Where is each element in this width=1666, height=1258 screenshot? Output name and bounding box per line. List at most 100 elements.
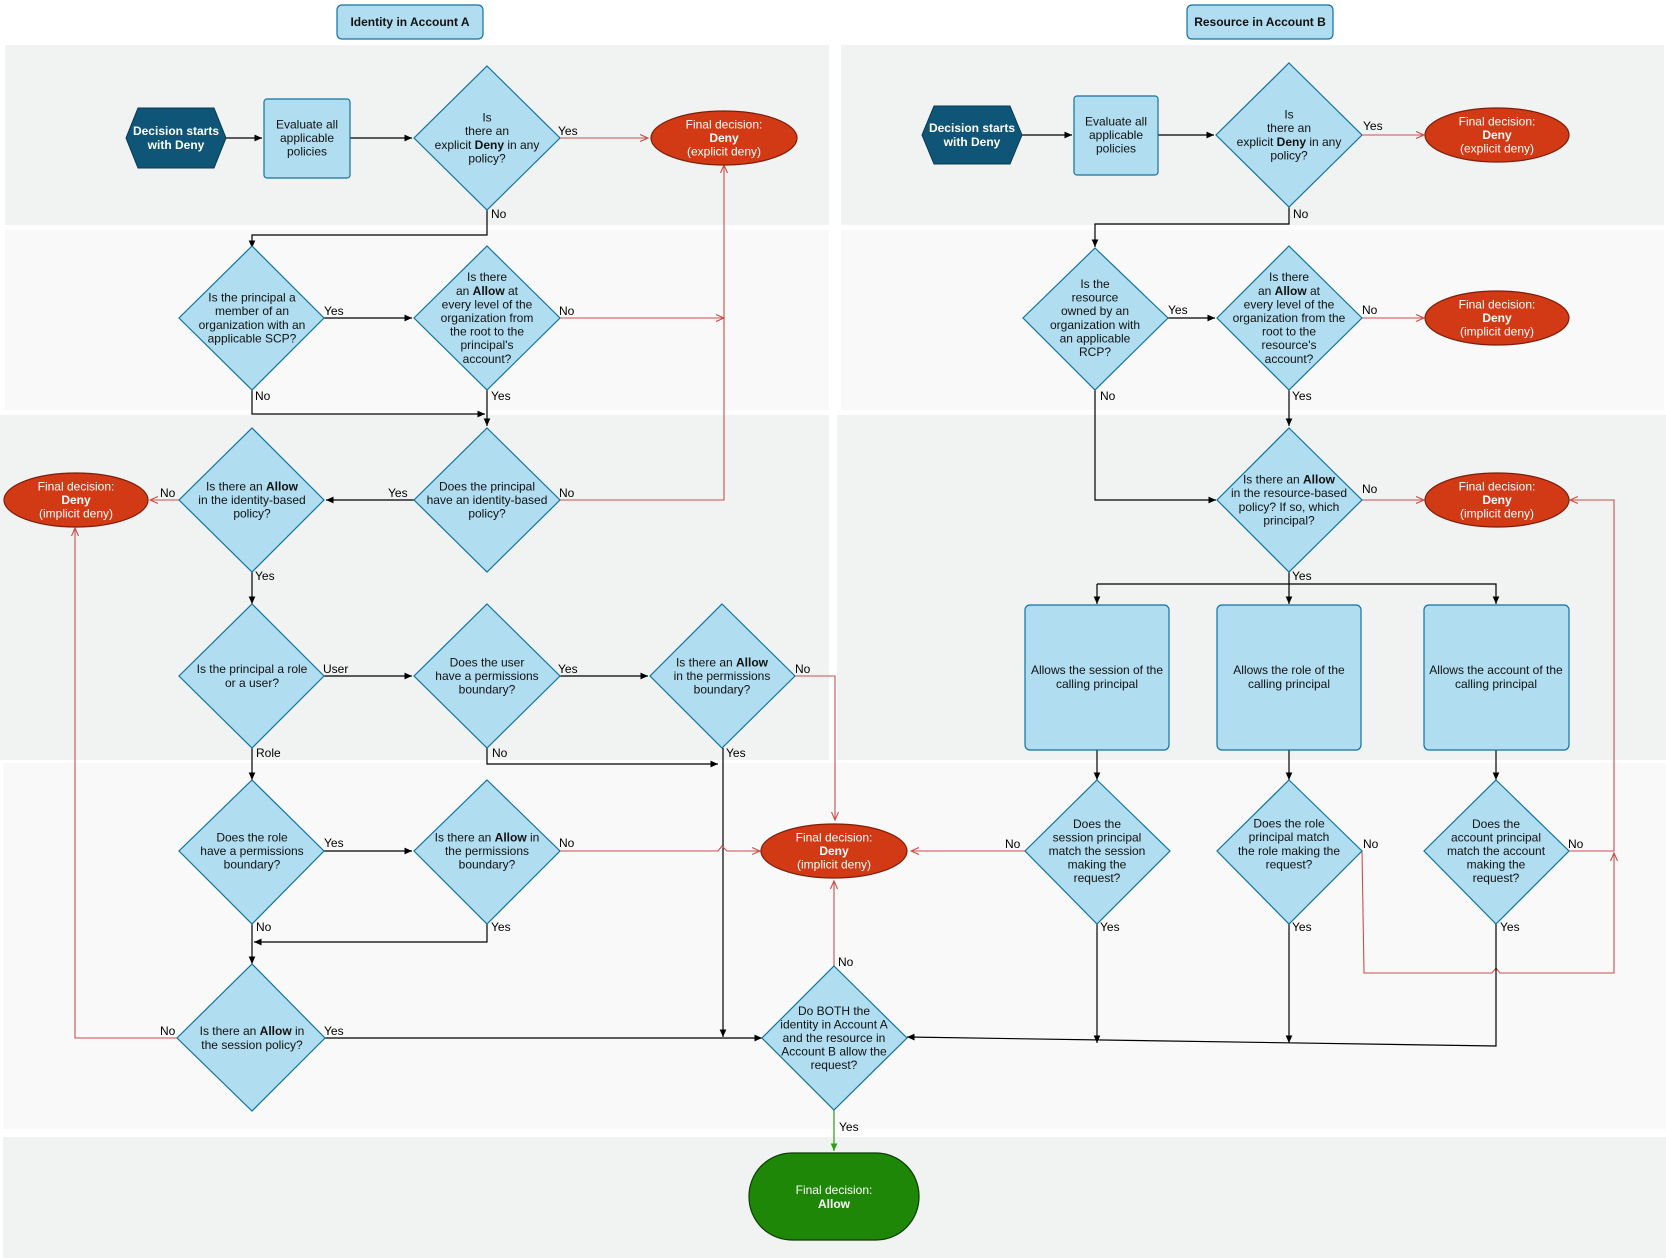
label-yes: Yes	[388, 486, 408, 500]
label-role: Role	[256, 746, 281, 760]
final-explicit-deny-a: Final decision:Deny(explicit deny)	[650, 110, 798, 166]
final-implicit-deny-resource: Final decision:Deny(implicit deny)	[1424, 472, 1570, 528]
label-yes: Yes	[491, 920, 511, 934]
label-no: No	[255, 389, 271, 403]
final-implicit-deny-rcp: Final decision:Deny(implicit deny)	[1424, 290, 1570, 346]
label-yes: Yes	[1292, 389, 1312, 403]
label-yes: Yes	[558, 124, 578, 138]
label-no: No	[1362, 482, 1378, 496]
final-deny-text: Final decision:Deny(implicit deny)	[38, 479, 115, 520]
label-no: No	[559, 304, 575, 318]
label-no: No	[559, 486, 575, 500]
label-yes: Yes	[324, 1024, 344, 1038]
label-yes: Yes	[324, 836, 344, 850]
label-yes: Yes	[1292, 920, 1312, 934]
label-yes: Yes	[839, 1120, 859, 1134]
final-deny-text: Final decision:Deny(implicit deny)	[796, 830, 873, 871]
header-account-b-text: Resource in Account B	[1194, 15, 1326, 29]
label-user: User	[323, 662, 348, 676]
final-deny-text: Final decision:Deny(explicit deny)	[1459, 114, 1536, 155]
label-no: No	[559, 836, 575, 850]
label-no: No	[491, 207, 507, 221]
label-yes: Yes	[255, 569, 275, 583]
header-account-a-text: Identity in Account A	[350, 15, 469, 29]
label-no: No	[1100, 389, 1116, 403]
label-no: No	[1293, 207, 1309, 221]
final-allow: Final decision:Allow	[748, 1152, 920, 1241]
label-yes: Yes	[726, 746, 746, 760]
final-deny-text: Final decision:Deny(implicit deny)	[1459, 297, 1536, 338]
final-implicit-deny-center: Final decision:Deny(implicit deny)	[760, 823, 908, 879]
header-account-a: Identity in Account A	[336, 4, 484, 40]
label-yes: Yes	[491, 389, 511, 403]
label-no: No	[838, 955, 854, 969]
label-no: No	[1363, 837, 1379, 851]
label-no: No	[1568, 837, 1584, 851]
label-yes: Yes	[1500, 920, 1520, 934]
label-yes: Yes	[1292, 569, 1312, 583]
label-no: No	[160, 486, 176, 500]
edges	[75, 135, 1614, 1151]
final-deny-text: Final decision:Deny(implicit deny)	[1459, 479, 1536, 520]
label-no: No	[795, 662, 811, 676]
label-no: No	[256, 920, 272, 934]
header-account-b: Resource in Account B	[1186, 4, 1334, 40]
final-deny-text: Final decision:Deny(explicit deny)	[686, 117, 763, 158]
label-no: No	[1005, 837, 1021, 851]
final-allow-text: Final decision:Allow	[796, 1183, 873, 1211]
edge-labels: Yes No Yes No No Yes No Yes No Yes User …	[160, 119, 1584, 1134]
label-no: No	[492, 746, 508, 760]
label-no: No	[160, 1024, 176, 1038]
label-yes: Yes	[558, 662, 578, 676]
label-yes: Yes	[324, 304, 344, 318]
